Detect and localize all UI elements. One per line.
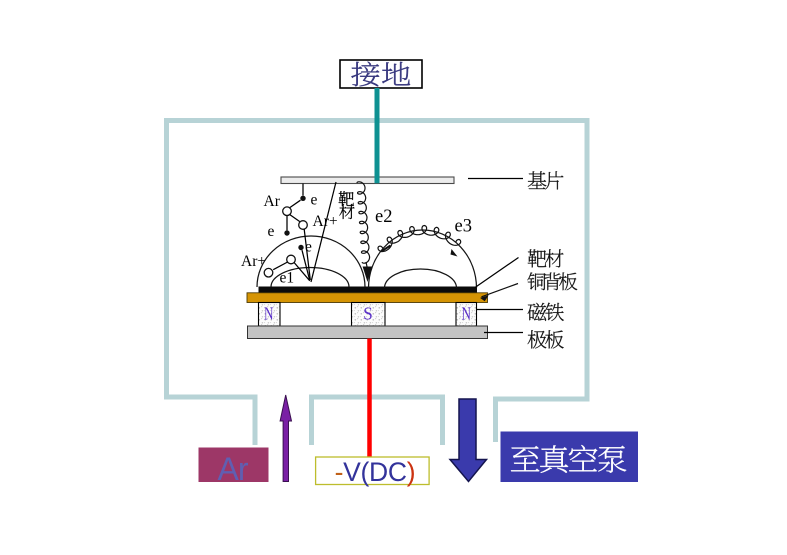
svg-text:Ar+: Ar+ <box>313 213 338 230</box>
svg-text:e: e <box>268 223 275 240</box>
svg-text:e2: e2 <box>375 207 392 227</box>
svg-text:N: N <box>264 304 274 324</box>
svg-text:e: e <box>311 192 318 209</box>
svg-text:Ar+: Ar+ <box>241 253 266 270</box>
svg-text:Ar: Ar <box>218 451 249 487</box>
svg-text:-V(DC): -V(DC) <box>335 457 416 487</box>
svg-text:e1: e1 <box>280 270 295 287</box>
svg-text:S: S <box>363 304 373 324</box>
svg-text:Ar: Ar <box>264 193 281 210</box>
svg-text:N: N <box>462 304 472 324</box>
svg-text:e3: e3 <box>455 217 472 237</box>
svg-text:e: e <box>305 239 312 256</box>
